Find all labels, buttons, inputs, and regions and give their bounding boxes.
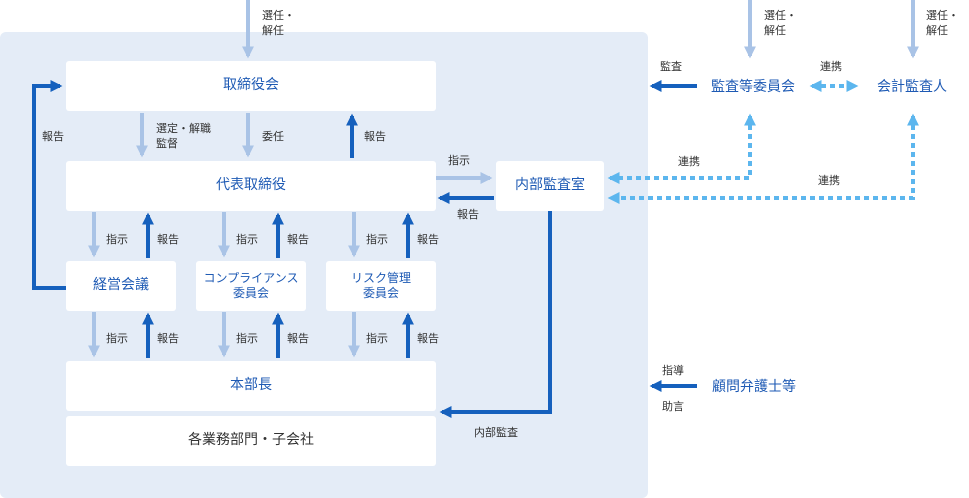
label-instruct-compliance: 指示 (236, 233, 258, 246)
label-report-heads-1: 報告 (157, 332, 179, 345)
label-advice: 助言 (662, 400, 684, 413)
label-report-board: 報告 (364, 130, 386, 143)
appoint-text-1: 選任・ (262, 9, 295, 22)
compliance-committee-box: コンプライアンス委員会 (196, 261, 306, 311)
arrow-report-loop (32, 80, 66, 290)
label-instruct-heads-1: 指示 (106, 332, 128, 345)
label-coord-committee: 連携 (678, 155, 700, 168)
label-instruct-heads-2: 指示 (236, 332, 258, 345)
risk-line-1: リスク管理 (350, 271, 411, 285)
label-appoint-accounting: 選任・解任 (926, 9, 959, 39)
arrow-internal-audit-route (439, 211, 552, 418)
label-audit: 監査 (660, 60, 682, 73)
label-report-internal: 報告 (457, 208, 479, 221)
arrow-coord-accounting-internal (607, 113, 919, 204)
dismiss-text-3: 解任 (926, 23, 948, 37)
appoint-text-3: 選任・ (926, 9, 959, 22)
president-box: 代表取締役 (66, 161, 436, 211)
label-report-mgmt: 報告 (157, 233, 179, 246)
risk-line-2: 委員会 (362, 286, 399, 300)
label-internal-audit-action: 内部監査 (474, 426, 518, 439)
risk-committee-box: リスク管理委員会 (326, 261, 436, 311)
select-dismiss-text: 選定・解職 (156, 122, 211, 135)
board-box: 取締役会 (66, 61, 436, 111)
compliance-line-2: 委員会 (232, 286, 269, 300)
label-instruct-risk: 指示 (366, 233, 388, 246)
departments-box: 各業務部門・子会社 (66, 416, 436, 466)
division-heads-box: 本部長 (66, 361, 436, 411)
audit-committee-node: 監査等委員会 (711, 79, 795, 95)
label-report-compliance: 報告 (287, 233, 309, 246)
label-instruct-internal: 指示 (448, 154, 470, 167)
label-delegate: 委任 (262, 130, 284, 143)
legal-advisors-node: 顧問弁護士等 (712, 379, 796, 395)
label-report-loop: 報告 (42, 130, 64, 143)
label-instruct-heads-3: 指示 (366, 332, 388, 345)
appoint-text-2: 選任・ (764, 9, 797, 22)
label-appoint-committee: 選任・解任 (764, 9, 797, 39)
label-appoint-board: 選任・解任 (262, 9, 295, 39)
supervise-text: 監督 (156, 136, 178, 150)
label-instruct-mgmt: 指示 (106, 233, 128, 246)
dismiss-text-1: 解任 (262, 23, 284, 37)
label-report-risk: 報告 (417, 233, 439, 246)
internal-audit-box: 内部監査室 (496, 161, 604, 211)
dismiss-text-2: 解任 (764, 23, 786, 37)
management-meeting-box: 経営会議 (66, 261, 176, 311)
accounting-auditor-node: 会計監査人 (877, 79, 947, 95)
label-coord-accounting: 連携 (818, 174, 840, 187)
label-report-heads-2: 報告 (287, 332, 309, 345)
compliance-line-1: コンプライアンス (203, 271, 299, 285)
label-guidance: 指導 (662, 364, 684, 377)
label-report-heads-3: 報告 (417, 332, 439, 345)
label-coord-top: 連携 (820, 60, 842, 73)
label-select-supervise: 選定・解職監督 (156, 122, 211, 152)
